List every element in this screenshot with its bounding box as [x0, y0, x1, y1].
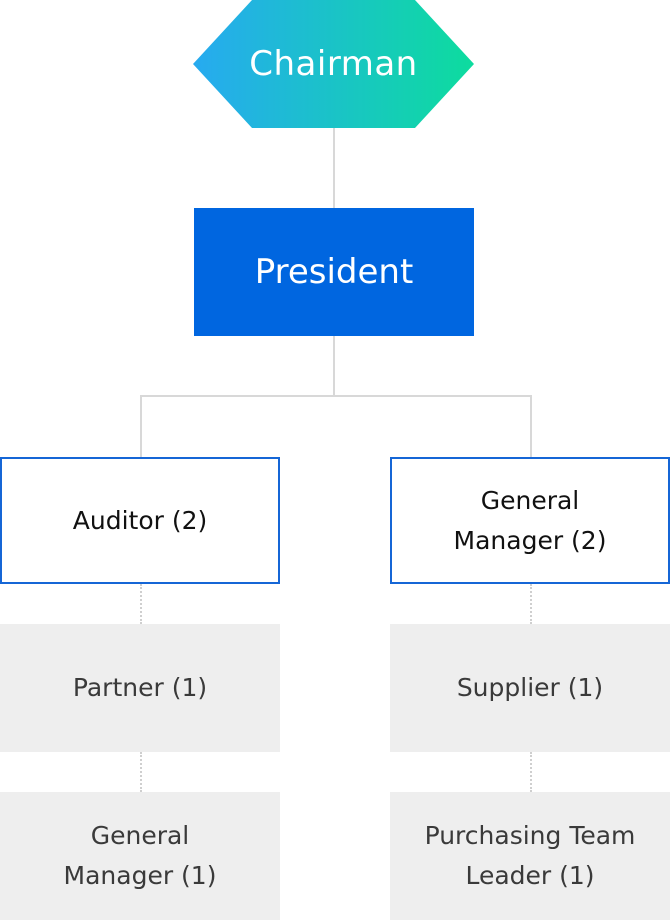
left-general-manager-node: General Manager (1)	[0, 792, 280, 920]
connector-right-dotted-1	[530, 584, 532, 624]
connector-right-dotted-2	[530, 752, 532, 792]
president-node: President	[194, 208, 474, 336]
right-general-manager-label: General Manager (2)	[453, 485, 607, 555]
supplier-node: Supplier (1)	[390, 624, 670, 752]
purchasing-team-leader-label: Purchasing Team Leader (1)	[424, 821, 636, 890]
chairman-node: Chairman	[193, 0, 474, 128]
connector-left-drop	[140, 395, 142, 457]
partner-label: Partner (1)	[72, 673, 208, 702]
connector-left-dotted-1	[140, 584, 142, 624]
connector-horizontal	[140, 395, 532, 397]
partner-node: Partner (1)	[0, 624, 280, 752]
connector-president-down	[333, 336, 335, 396]
right-general-manager-node: General Manager (2)	[390, 457, 670, 584]
auditor-node: Auditor (2)	[0, 457, 280, 584]
supplier-label: Supplier (1)	[456, 673, 604, 702]
auditor-label: Auditor (2)	[72, 505, 208, 535]
president-label: President	[254, 252, 414, 292]
connector-left-dotted-2	[140, 752, 142, 792]
chairman-label: Chairman	[249, 44, 418, 84]
purchasing-team-leader-node: Purchasing Team Leader (1)	[390, 792, 670, 920]
connector-right-drop	[530, 395, 532, 457]
left-general-manager-label: General Manager (1)	[63, 821, 217, 890]
connector-chairman-president	[333, 128, 335, 208]
